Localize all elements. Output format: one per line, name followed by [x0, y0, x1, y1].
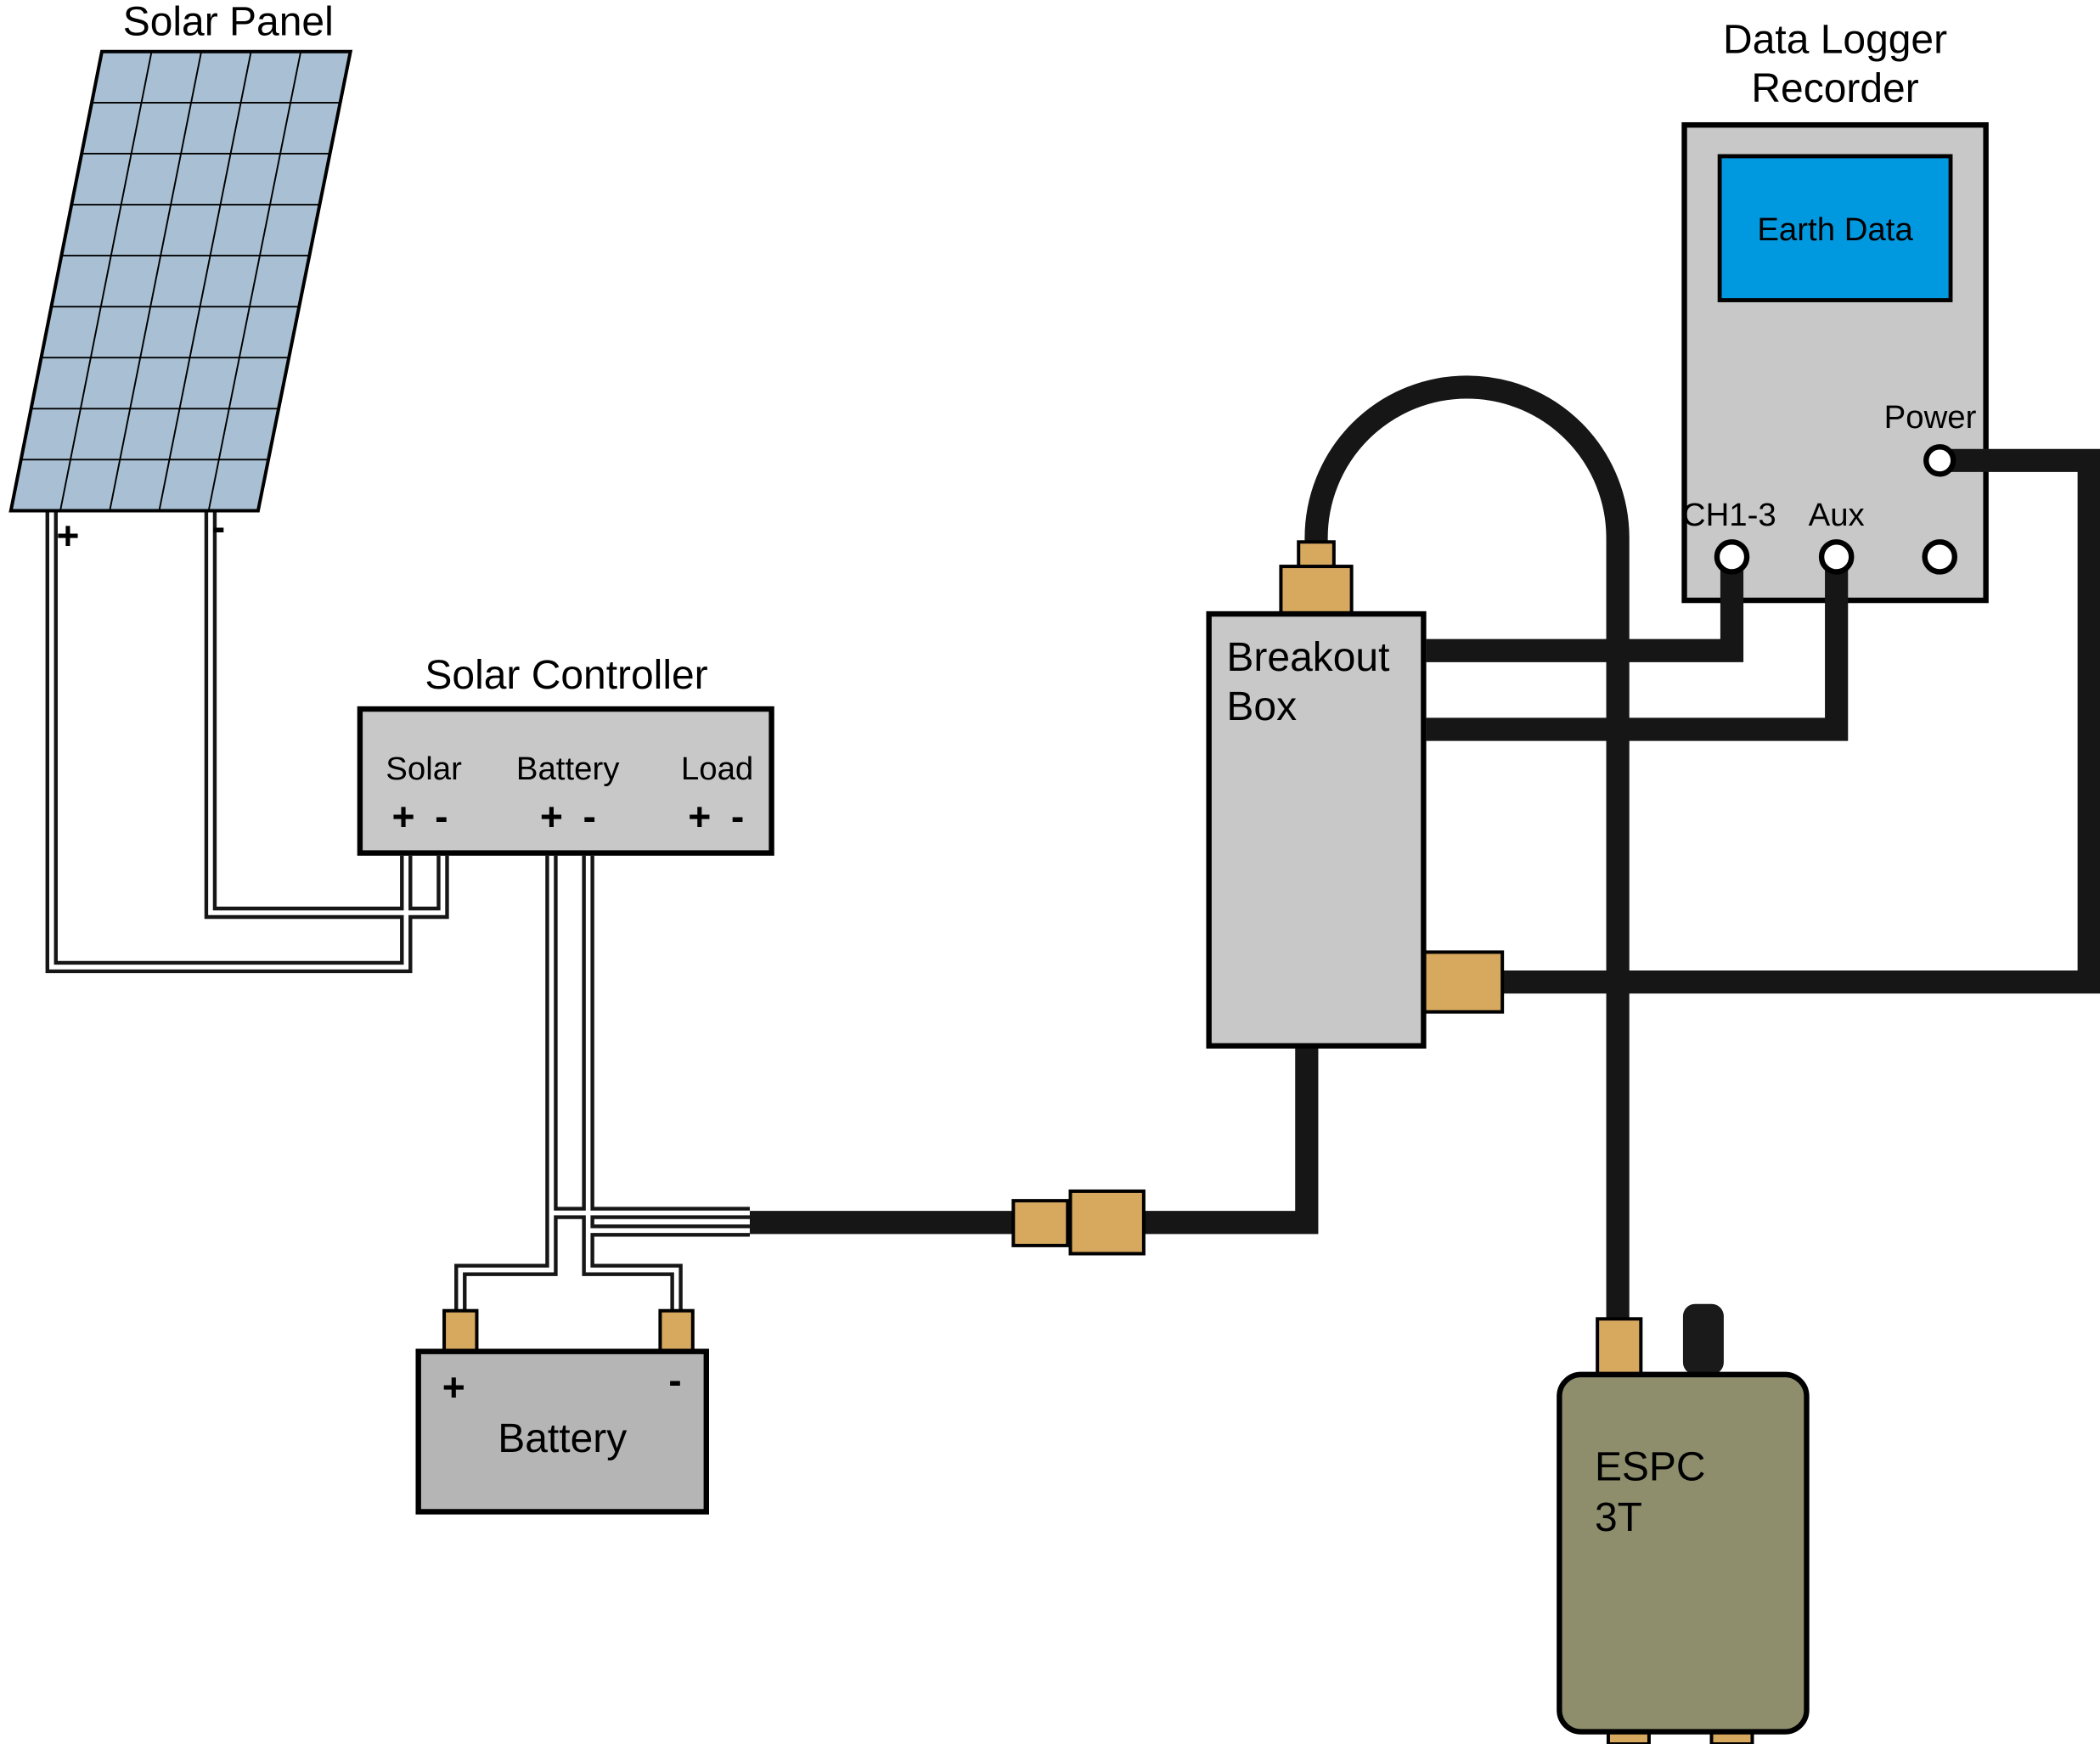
controller-load-plus: + — [688, 794, 711, 838]
wire-controller-to-battery-minus — [582, 855, 683, 1315]
inline-connector-large — [1068, 1189, 1146, 1256]
solar-controller-title: Solar Controller — [425, 653, 707, 698]
battery-label: Battery — [498, 1416, 627, 1461]
breakout-right-connector — [1422, 950, 1505, 1014]
inline-connector-small — [1011, 1199, 1070, 1247]
data-logger-screen-text: Earth Data — [1757, 211, 1913, 248]
battery-box — [415, 1348, 709, 1515]
wire-panel-plus-core — [48, 508, 409, 970]
cable-breakout-to-espc — [1304, 375, 1630, 1322]
solar-panel-title: Solar Panel — [123, 0, 334, 45]
controller-solar-minus: - — [435, 794, 448, 838]
controller-battery-minus: - — [583, 794, 596, 838]
cable-power — [1499, 448, 2100, 994]
espc-top-connector — [1596, 1317, 1643, 1378]
power-port — [1923, 444, 1956, 477]
ch13-port — [1714, 539, 1750, 575]
wire-battery-minus-core — [585, 855, 679, 1315]
battery-post-plus — [442, 1308, 479, 1355]
cable-ch13-to-breakout — [1426, 560, 1744, 662]
solar-panel — [8, 49, 353, 513]
aux-label: Aux — [1809, 497, 1865, 533]
wire-controller-to-battery-plus — [454, 855, 558, 1315]
controller-battery-plus: + — [540, 794, 563, 838]
wire-battery-plus-core — [458, 855, 555, 1315]
controller-load-label: Load — [681, 751, 753, 787]
breakout-top-connector — [1279, 565, 1354, 619]
breakout-box-label-line1: Breakout — [1226, 635, 1389, 680]
power-label: Power — [1884, 399, 1977, 436]
espc-knob — [1682, 1303, 1724, 1375]
solar-panel-plus-label: + — [56, 513, 79, 557]
controller-solar-plus: + — [392, 794, 415, 838]
controller-battery-label: Battery — [516, 751, 620, 787]
wire-panel-plus-to-controller — [45, 508, 413, 974]
cable-aux-to-breakout — [1426, 560, 1849, 741]
cable-battery-to-breakout — [749, 1040, 1319, 1235]
data-logger-title-line2: Recorder — [1751, 66, 1918, 111]
controller-solar-label: Solar — [386, 751, 462, 787]
espc-label-line2: 3T — [1595, 1495, 1642, 1540]
espc-body — [1557, 1371, 1810, 1735]
data-logger-title-line1: Data Logger — [1723, 17, 1947, 62]
breakout-box-label-line2: Box — [1226, 684, 1297, 729]
data-logger-screen — [1717, 154, 1953, 302]
solar-panel-grid — [20, 51, 341, 511]
solar-controller-box — [357, 706, 774, 856]
battery-minus-label: - — [668, 1358, 681, 1402]
wire-panel-minus-core — [208, 508, 446, 915]
solar-panel-minus-label: - — [212, 505, 225, 549]
aux-port — [1818, 539, 1855, 575]
battery-plus-label: + — [442, 1364, 465, 1409]
battery-post-minus — [658, 1308, 695, 1355]
spare-port — [1922, 539, 1958, 575]
breakout-box — [1206, 610, 1427, 1049]
controller-load-minus: - — [731, 794, 744, 838]
espc-label-line1: ESPC — [1595, 1445, 1706, 1490]
ch13-label: CH1-3 — [1682, 497, 1776, 533]
